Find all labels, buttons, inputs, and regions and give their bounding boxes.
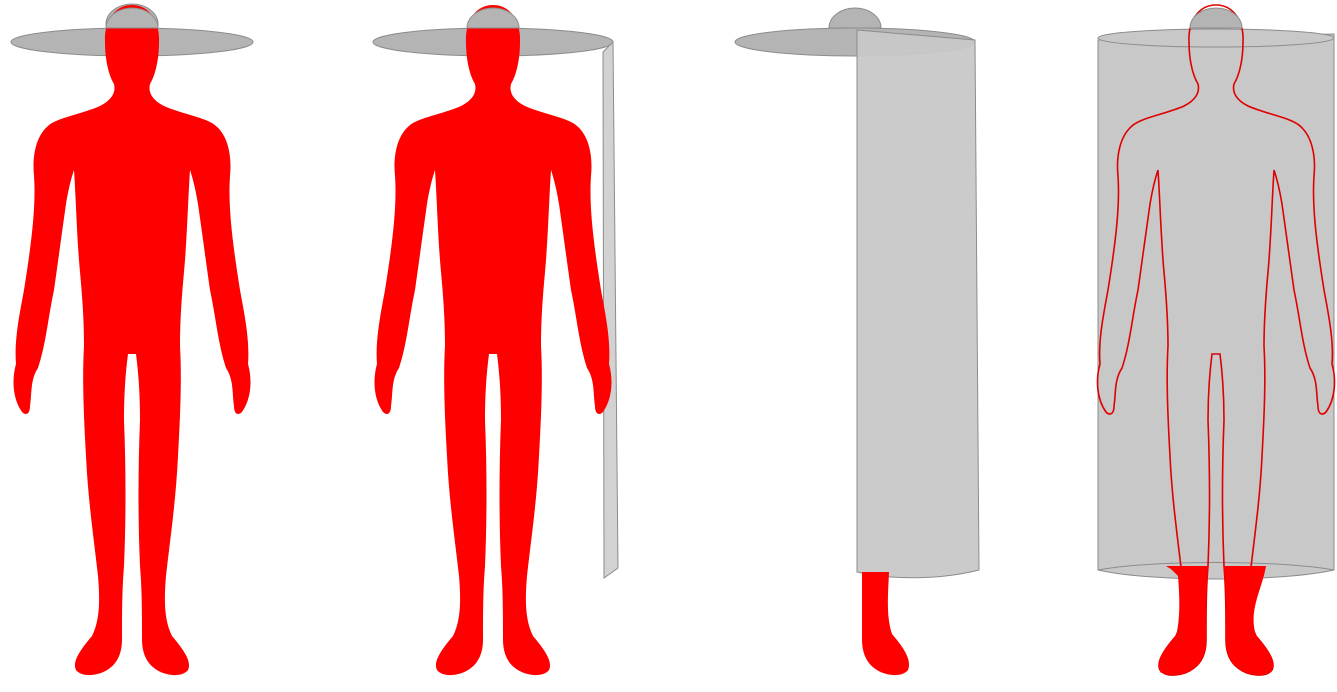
panel-2-figure-with-sheet [373,5,618,675]
panel-4-figure-fully-wrapped [1098,5,1335,675]
panel-4-exposed-feet [1159,566,1273,675]
panel-2-human-silhouette [375,5,612,675]
panel-2-head-cap [467,8,519,28]
panel-1-human-silhouette [14,5,251,675]
panel-4-cylinder [1098,29,1334,579]
panel-4-head-dome [1190,8,1242,28]
panel-1-figure-under-disc [11,4,253,675]
panel-3-figure-half-wrapped [735,5,979,675]
panel-3-head-cap [829,8,881,28]
panel-3-exposed-foot [862,572,909,675]
panel-2-thin-sheet [603,42,618,578]
panel-3-wrap-shell [857,30,979,578]
